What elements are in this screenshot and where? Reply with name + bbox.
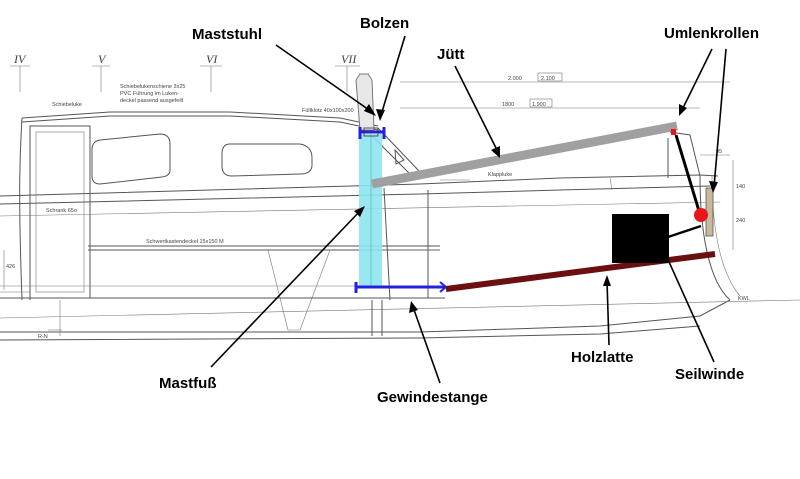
note-schrank: Schrank 65o — [46, 208, 77, 214]
gewindestange-part — [354, 281, 447, 293]
pulley-red — [694, 208, 708, 222]
technical-drawing: IV V VI VII 2.000 2.100 1800 1.900 95 — [0, 52, 800, 341]
dim-1800: 1800 — [502, 102, 514, 108]
note-fuellklotz: Füllklotz 40x100x200 — [302, 108, 354, 114]
dim-95: 95 — [716, 149, 722, 155]
seilwinde-box — [612, 214, 669, 263]
label-juett: Jütt — [437, 46, 465, 63]
label-umlenkrollen: Umlenkrollen — [664, 25, 759, 42]
note-schiebelukenschiene: Schiebelukenschiene 3x25 — [120, 84, 185, 90]
section-marker-vii: VII — [341, 52, 357, 66]
note-klappluke: Klappluke — [488, 172, 512, 178]
section-marker-iv: IV — [13, 52, 27, 66]
dim-2100: 2.100 — [541, 76, 555, 82]
mast-post — [355, 73, 382, 286]
section-marker-vi: VI — [206, 52, 218, 66]
dim-426: 426 — [6, 264, 15, 270]
note-schiebeluke: Schiebeluke — [52, 102, 82, 108]
label-maststuhl: Maststuhl — [192, 26, 262, 43]
seilwinde-part — [612, 214, 669, 263]
dimensions: 2.000 2.100 1800 1.900 95 140 240 426 — [3, 72, 745, 290]
leader-lines — [210, 35, 727, 384]
note-pvc-fuehrung: PVC Führung im Luken- — [120, 91, 179, 97]
dim-140: 140 — [736, 184, 745, 190]
section-marker-v: V — [98, 52, 107, 66]
dim-1900: 1.900 — [532, 102, 546, 108]
bolzen-part — [358, 127, 386, 139]
note-deckel-passend: deckel passend ausgefeilt — [120, 98, 184, 104]
section-markers: IV V VI VII — [10, 52, 360, 92]
label-gewindestange: Gewindestange — [377, 389, 488, 406]
label-bolzen: Bolzen — [360, 15, 409, 32]
dim-2000: 2.000 — [508, 76, 522, 82]
label-seilwinde: Seilwinde — [675, 366, 744, 383]
note-schwertkasten: Schwertkastendeckel 15x150 M — [146, 239, 224, 245]
label-holzlatte: Holzlatte — [571, 349, 634, 366]
drawing-annotations: Schiebelukenschiene 3x25 PVC Führung im … — [38, 84, 750, 340]
component-labels: Maststuhl Bolzen Jütt Umlenkrollen Mastf… — [159, 15, 759, 406]
note-rn: R-N — [38, 334, 48, 340]
note-kwl: KWL — [738, 296, 750, 302]
holzlatte-part — [445, 251, 716, 292]
pulley-small-red — [671, 129, 676, 135]
label-mastfuss: Mastfuß — [159, 375, 217, 392]
jutt-part — [371, 121, 678, 189]
dim-240: 240 — [736, 218, 745, 224]
